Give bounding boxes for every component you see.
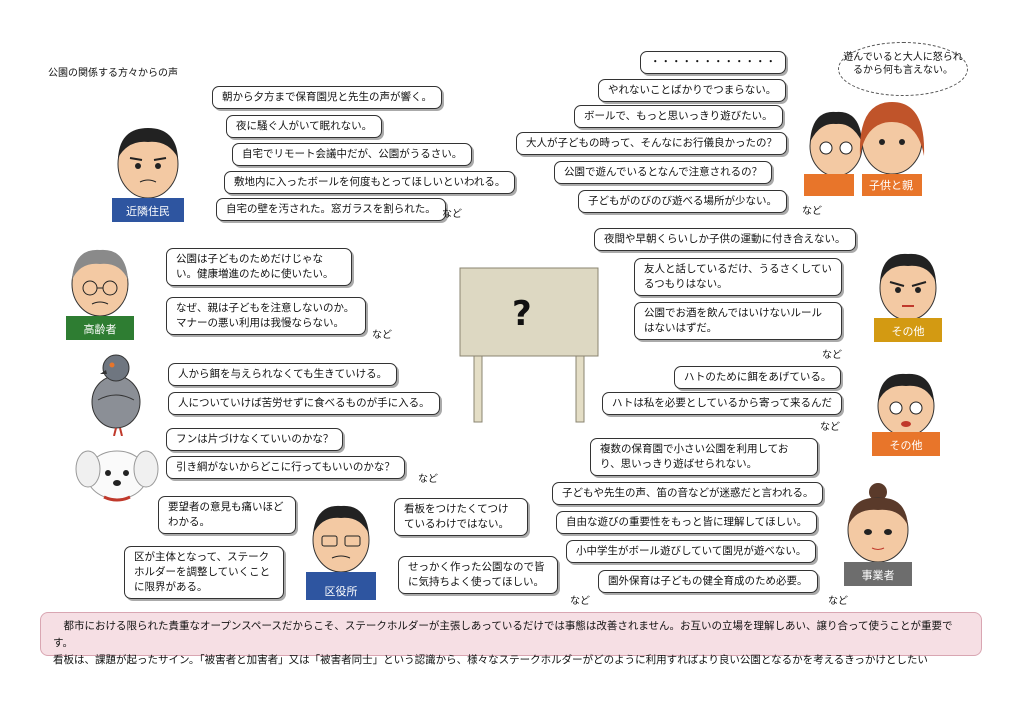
elderly-voice: 公園は子どものためだけじゃない。健康増進のために使いたい。	[166, 248, 352, 286]
business-label: 事業者	[861, 569, 895, 582]
pigeon-icon	[91, 354, 141, 436]
etc-label: など	[802, 206, 822, 217]
etc-label: など	[442, 209, 462, 220]
ward-officer-avatar	[306, 505, 376, 600]
child-thought-bubble: 遊んでいると大人に怒られるから何も言えない。	[838, 42, 968, 96]
others2-avatar	[872, 373, 940, 456]
etc-label: など	[822, 350, 842, 361]
neighbor-voice: 自宅でリモート会議中だが、公園がうるさい。	[232, 143, 473, 166]
dog-voice: フンは片づけなくていいのかな？	[166, 428, 344, 451]
child-voice: 大人が子どもの時って、そんなにお行儀良かったの？	[516, 132, 787, 155]
child-voice: 子どもがのびのび遊べる場所が少ない。	[578, 190, 787, 213]
business-avatar	[844, 483, 912, 586]
ward-voice: せっかく作った公園なので皆に気持ちよく使ってほしい。	[398, 556, 558, 594]
question-mark: ?	[512, 294, 532, 334]
pigeon-voice: 人についていけば苦労せずに食べるものが手に入る。	[168, 392, 440, 415]
others2-voice: ハトは私を必要としているから寄って来るんだ	[602, 392, 842, 415]
neighbor-label: 近隣住民	[126, 205, 170, 218]
signboard	[459, 267, 599, 423]
child-voice: ・・・・・・・・・・・・	[640, 51, 786, 74]
business-voice: 子どもや先生の声、笛の音などが迷惑だと言われる。	[552, 482, 824, 505]
summary-line: 看板は、課題が起ったサイン。「被害者と加害者」又は「被害者同士」という認識から、…	[53, 654, 928, 666]
others-avatar	[874, 253, 942, 342]
page-title: 公園の関係する方々からの声	[48, 68, 178, 79]
child-parent-label: 子供と親	[869, 179, 913, 192]
neighbor-avatar	[112, 128, 184, 222]
neighbor-voice: 敷地内に入ったボールを何度もとってほしいといわれる。	[224, 171, 516, 194]
child-voice: やれないことばかりでつまらない。	[598, 79, 787, 102]
others-label: その他	[891, 325, 925, 338]
child-parent-avatar	[804, 102, 925, 196]
child-voice: 公園で遊んでいるとなんで注意されるの？	[554, 161, 773, 184]
ward-voice: 要望者の意見も痛いほどわかる。	[158, 496, 296, 534]
etc-label: など	[372, 330, 392, 341]
summary-line: 都市における限られた貴重なオープンスペースだからこそ、ステークホルダーが主張しあ…	[53, 620, 953, 649]
business-voice: 小中学生がボール遊びしていて園児が遊べない。	[566, 540, 817, 563]
ward-voice: 区が主体となって、ステークホルダーを調整していくことに限界がある。	[124, 546, 284, 599]
dog-icon	[75, 450, 159, 502]
others-voice: 友人と話しているだけ、うるさくしているつもりはない。	[634, 258, 842, 296]
child-voice: ボールで、もっと思いっきり遊びたい。	[574, 105, 783, 128]
ward-label: 区役所	[324, 585, 358, 598]
dog-voice: 引き綱がないからどこに行ってもいいのかな？	[166, 456, 405, 479]
business-voice: 複数の保育園で小さい公園を利用しており、思いっきり遊ばせられない。	[590, 438, 818, 476]
pigeon-voice: 人から餌を与えられなくても生きていける。	[168, 363, 398, 386]
summary-note: 都市における限られた貴重なオープンスペースだからこそ、ステークホルダーが主張しあ…	[40, 612, 982, 666]
others-voice: 公園でお酒を飲んではいけないルールはないはずだ。	[634, 302, 842, 340]
elderly-label: 高齢者	[83, 323, 117, 336]
etc-label: など	[820, 422, 840, 433]
etc-label: など	[570, 596, 590, 607]
business-voice: 園外保育は子どもの健全育成のため必要。	[598, 570, 818, 593]
elderly-voice: なぜ、親は子どもを注意しないのか。マナーの悪い利用は我慢ならない。	[166, 297, 366, 335]
etc-label: など	[418, 474, 438, 485]
neighbor-voice: 朝から夕方まで保育園児と先生の声が響く。	[212, 86, 442, 109]
ward-voice: 看板をつけたくてつけているわけではない。	[394, 498, 528, 536]
neighbor-voice: 自宅の壁を汚された。窓ガラスを割られた。	[216, 198, 446, 221]
others2-label: その他	[889, 439, 923, 452]
business-voice: 自由な遊びの重要性をもっと皆に理解してほしい。	[556, 511, 818, 534]
neighbor-voice: 夜に騒ぐ人がいて眠れない。	[226, 115, 383, 138]
elderly-avatar	[66, 249, 134, 340]
others2-voice: ハトのために餌をあげている。	[674, 366, 842, 389]
others-voice: 夜間や早朝くらいしか子供の運動に付き合えない。	[594, 228, 856, 251]
etc-label: など	[828, 596, 848, 607]
